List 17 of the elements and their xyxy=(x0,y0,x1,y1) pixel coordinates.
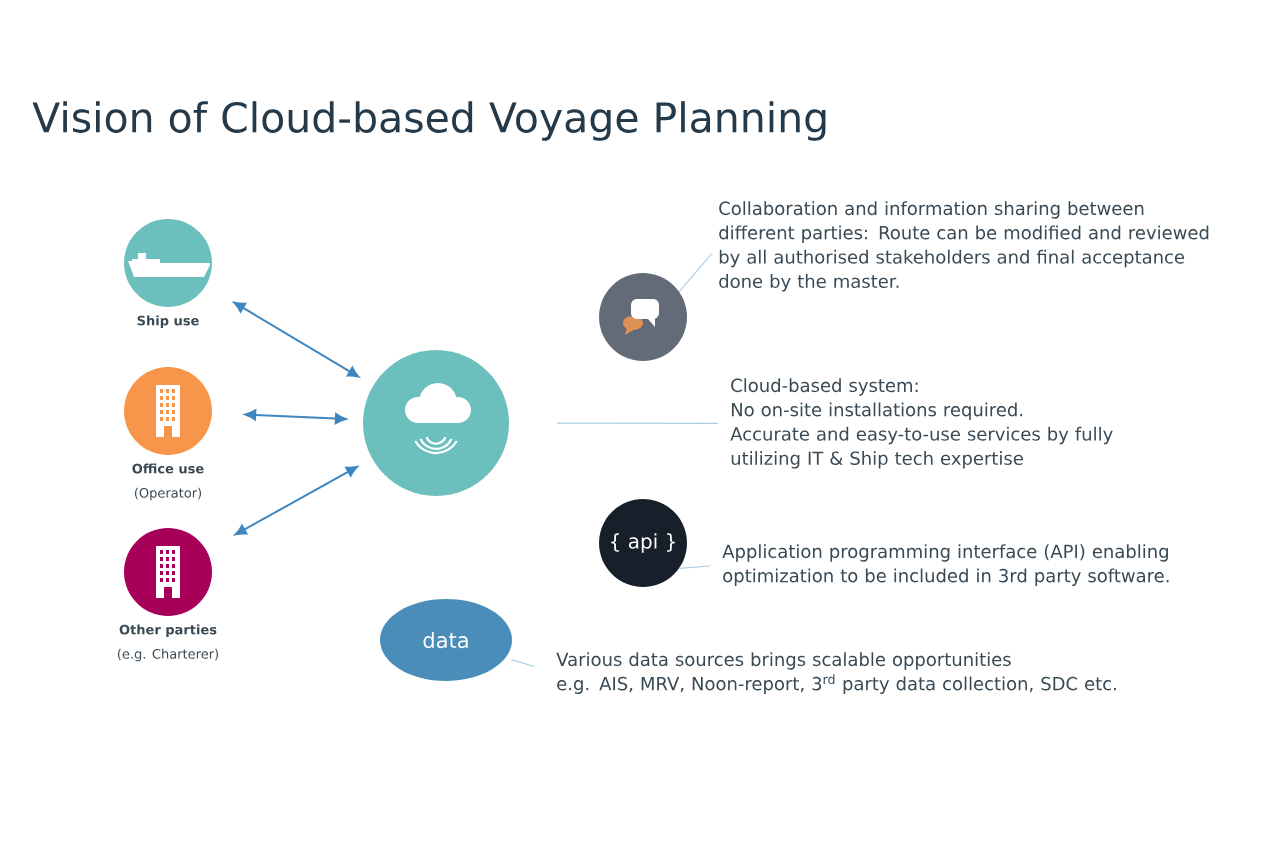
arrow xyxy=(233,301,360,378)
arrow xyxy=(244,409,347,425)
node-label: (e.g. Charterer) xyxy=(117,648,219,662)
leader-line xyxy=(556,422,719,424)
node-label: (Operator) xyxy=(134,487,202,501)
arrow xyxy=(234,466,358,536)
node-label: Ship use xyxy=(137,315,199,328)
description-text: Cloud-based system: No on-site installations required. Accurate and easy-to-use services by fully utilizing IT & Ship tech expertise xyxy=(730,378,1113,469)
description-text: Collaboration and information sharing between different parties: Route can be modified and reviewed by all authorised stakeholders and final acceptance done by the master. xyxy=(719,201,1209,292)
leader-line xyxy=(510,659,536,668)
node-label: Other parties xyxy=(119,624,217,637)
description-text: Application programming interface (API) enabling optimization to be included in 3rd party software. xyxy=(722,544,1169,586)
description-text: Various data sources brings scalable opportunities e.g. AIS, MRV, Noon-report, 3$^{rd}$ party data collection, SDC etc. xyxy=(556,652,1116,694)
leader-line xyxy=(678,253,713,293)
leader-line xyxy=(678,565,711,569)
title: Vision of Cloud-based Voyage Planning xyxy=(32,101,826,141)
node-label: Office use xyxy=(132,463,204,474)
